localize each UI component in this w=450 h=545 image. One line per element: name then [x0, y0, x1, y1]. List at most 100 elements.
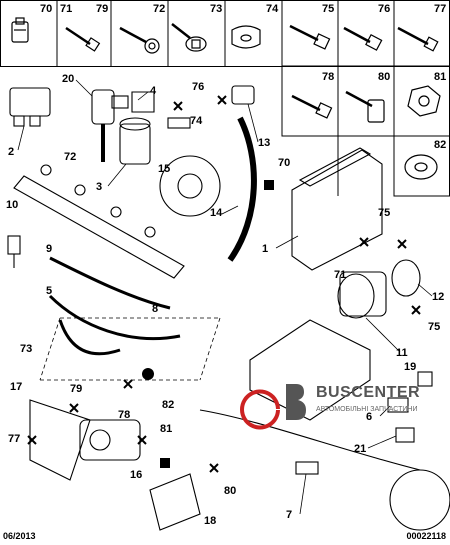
- long-screw-icon: [397, 26, 439, 52]
- grid-label-78[interactable]: 78: [322, 71, 334, 83]
- grid-label-80[interactable]: 80: [378, 71, 390, 83]
- callout-4[interactable]: 4: [150, 85, 157, 97]
- screw-part-icon: [65, 26, 101, 52]
- hose-part-icon: [227, 116, 257, 262]
- cross-marker-icon: [209, 463, 219, 473]
- cross-marker-icon: [411, 305, 421, 315]
- grid-label-71[interactable]: 71: [60, 3, 72, 15]
- bolt-icon: [343, 26, 383, 51]
- callout-15[interactable]: 15: [158, 163, 170, 175]
- footer-code: 00022118: [406, 531, 446, 541]
- cross-marker-icon: [27, 435, 37, 445]
- callout-75[interactable]: 75: [378, 207, 390, 219]
- connector-part-icon: [231, 85, 255, 105]
- callout-9[interactable]: 9: [46, 243, 52, 255]
- callout-17[interactable]: 17: [10, 381, 22, 393]
- callout-14[interactable]: 14: [210, 207, 223, 219]
- ecu-part-icon: [291, 147, 383, 271]
- grid-label-73[interactable]: 73: [210, 3, 222, 15]
- grid-label-72[interactable]: 72: [153, 3, 165, 15]
- hex-nut-icon: [407, 85, 441, 117]
- callout-2[interactable]: 2: [8, 146, 14, 158]
- grid-label-76[interactable]: 76: [378, 3, 390, 15]
- cross-marker-icon: [359, 237, 369, 247]
- callout-3[interactable]: 3: [96, 181, 102, 193]
- callout-13[interactable]: 13: [258, 137, 270, 149]
- callout-16[interactable]: 16: [130, 469, 142, 481]
- fuel-lines-icon: [48, 256, 181, 356]
- relay-part-icon: [9, 87, 51, 127]
- pressure-regulator-icon: [119, 117, 151, 165]
- callout-74[interactable]: 74: [190, 115, 203, 127]
- callout-6[interactable]: 6: [366, 411, 372, 423]
- bolt-78-icon: [291, 94, 333, 119]
- callout-75b[interactable]: 75: [428, 321, 440, 333]
- callout-7[interactable]: 7: [286, 509, 292, 521]
- diagram-parts: [7, 85, 450, 531]
- bracket-17-icon: [29, 399, 91, 481]
- callout-73[interactable]: 73: [20, 343, 32, 355]
- washer-icon: [404, 154, 438, 180]
- bracket-18-icon: [149, 473, 201, 531]
- callout-81[interactable]: 81: [160, 423, 172, 435]
- callout-18[interactable]: 18: [204, 515, 216, 527]
- callout-20[interactable]: 20: [62, 73, 74, 85]
- cross-marker-icon: [217, 95, 227, 105]
- small-sensors-icon: [295, 371, 433, 475]
- callout-79[interactable]: 79: [70, 383, 82, 395]
- callout-71[interactable]: 71: [334, 269, 346, 281]
- callout-77[interactable]: 77: [8, 433, 20, 445]
- callout-78[interactable]: 78: [118, 409, 130, 421]
- bracket-bolt-icon: [345, 90, 385, 123]
- callout-markers: [27, 95, 421, 473]
- cross-marker-icon: [123, 379, 133, 389]
- callout-82[interactable]: 82: [162, 399, 174, 411]
- bolt-washer-icon: [171, 23, 207, 52]
- callout-10[interactable]: 10: [6, 199, 18, 211]
- callout-72[interactable]: 72: [64, 151, 76, 163]
- dot-marker-icon: [142, 368, 154, 380]
- grid-parts: [11, 17, 441, 180]
- square-marker-icon: [160, 458, 170, 468]
- callout-5[interactable]: 5: [46, 285, 52, 297]
- cross-marker-icon: [173, 101, 183, 111]
- callout-80[interactable]: 80: [224, 485, 236, 497]
- grid-label-70[interactable]: 70: [40, 3, 52, 15]
- brand-watermark: BUSCENTER АВТОМОБІЛЬНІ ЗАПЧАСТИНИ: [300, 384, 450, 426]
- callout-11[interactable]: 11: [396, 347, 408, 359]
- callout-numbers: 20 4 76 2 72 74 15 3 13 70 10 14 1 75 9 …: [6, 73, 444, 527]
- callout-76[interactable]: 76: [192, 81, 204, 93]
- hex-screw-icon: [289, 24, 331, 50]
- callout-12[interactable]: 12: [432, 291, 444, 303]
- callout-1[interactable]: 1: [262, 243, 268, 255]
- grid-label-79[interactable]: 79: [96, 3, 108, 15]
- grid-label-77[interactable]: 77: [434, 3, 446, 15]
- trigger-wheel-icon: [159, 155, 221, 217]
- cross-marker-icon: [69, 403, 79, 413]
- callout-8[interactable]: 8: [152, 303, 158, 315]
- brand-tagline: АВТОМОБІЛЬНІ ЗАПЧАСТИНИ: [316, 406, 418, 413]
- clip-part-icon: [11, 17, 29, 43]
- grid-label-75[interactable]: 75: [322, 3, 334, 15]
- grid-labels: 70 71 79 72 73 74 75 76 77 78 80 81 82: [40, 3, 446, 151]
- intake-manifold-icon: [199, 319, 450, 531]
- throttle-body-icon: [79, 419, 141, 461]
- leader-lines: [17, 79, 433, 515]
- callout-19[interactable]: 19: [404, 361, 416, 373]
- brand-name: BUSCENTER: [316, 384, 421, 401]
- fuel-rail-icon: [13, 164, 185, 279]
- pressure-sensor-icon: [7, 235, 21, 268]
- bracket-part-icon: [131, 91, 155, 113]
- footer-date: 06/2013: [3, 531, 36, 541]
- clip-nut-icon: [231, 25, 261, 49]
- cross-marker-icon: [137, 435, 147, 445]
- injector-part-icon: [91, 89, 129, 162]
- cross-marker-icon: [397, 239, 407, 249]
- grid-label-81[interactable]: 81: [434, 71, 446, 83]
- callout-21[interactable]: 21: [354, 443, 366, 455]
- callout-70[interactable]: 70: [278, 157, 290, 169]
- sensor-part-icon: [167, 117, 191, 129]
- grid-label-74[interactable]: 74: [266, 3, 279, 15]
- grid-label-82[interactable]: 82: [434, 139, 446, 151]
